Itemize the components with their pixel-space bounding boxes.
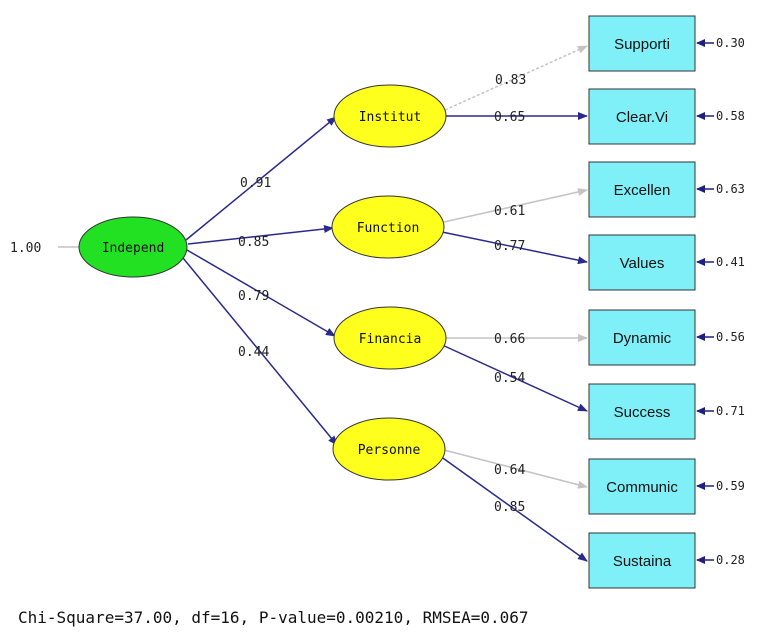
path-function-excellen [443, 188, 588, 223]
measurement-loadings: 0.83 0.65 0.61 0.77 0.66 0.54 0.64 0.85 [494, 73, 526, 515]
loading-label-communic: 0.64 [494, 463, 525, 478]
path-personne-sustaina [439, 455, 588, 562]
error-label-sustaina: 0.28 [716, 553, 745, 567]
latent-ellipse-personne [332, 417, 446, 481]
loading-label-supporti: 0.83 [495, 73, 526, 88]
loading-label-dynamic: 0.66 [494, 332, 525, 347]
indicator-label-clearvi: Clear.Vi [616, 109, 668, 126]
indicator-label-sustaina: Sustaina [613, 553, 672, 570]
indicator-label-dynamic: Dynamic [613, 330, 672, 347]
independent-factor: Independ [78, 216, 188, 278]
error-label-clearvi: 0.58 [716, 109, 745, 123]
latent-factors: Institut Function Financia Personne [331, 84, 447, 481]
error-label-values: 0.41 [716, 255, 745, 269]
path-financia-success [439, 343, 588, 412]
loading-label-personne: 0.44 [238, 345, 269, 360]
measurement-paths [439, 45, 588, 562]
indicator-box-success [588, 383, 696, 440]
indicator-box-dynamic [588, 309, 696, 366]
indicator-boxes: Supporti Clear.Vi Excellen Values Dynami… [588, 15, 696, 589]
independent-ellipse [78, 216, 188, 278]
path-function-values [441, 231, 588, 265]
loading-label-sustaina: 0.85 [494, 500, 525, 515]
indicator-box-excellen [588, 161, 696, 218]
independent-variance-label: 1.00 [10, 241, 41, 256]
error-label-supporti: 0.30 [716, 36, 745, 50]
loading-label-excellen: 0.61 [494, 204, 525, 219]
error-label-dynamic: 0.56 [716, 330, 745, 344]
latent-label-personne: Personne [358, 443, 421, 458]
indicator-box-supporti [588, 15, 696, 72]
path-independ-personne [182, 257, 338, 446]
indicator-label-success: Success [614, 404, 671, 421]
indicator-box-clearvi [588, 88, 696, 145]
latent-label-financia: Financia [359, 332, 422, 347]
path-independ-financia [186, 249, 336, 337]
error-terms: 0.30 0.58 0.63 0.41 0.56 0.71 0.59 0.28 [696, 36, 745, 567]
indicator-box-sustaina [588, 532, 696, 589]
path-independ-function [187, 225, 334, 245]
fit-statistics: Chi-Square=37.00, df=16, P-value=0.00210… [18, 608, 529, 627]
error-label-excellen: 0.63 [716, 182, 745, 196]
structural-loadings: 0.91 0.85 0.79 0.44 [238, 176, 271, 360]
indicator-label-supporti: Supporti [614, 36, 670, 53]
indicator-box-communic [588, 458, 696, 515]
latent-label-function: Function [357, 221, 420, 236]
loading-label-financia: 0.79 [238, 289, 269, 304]
indicator-label-communic: Communic [606, 479, 678, 496]
loading-label-success: 0.54 [494, 371, 525, 386]
indicator-label-values: Values [620, 255, 665, 272]
latent-ellipse-financia [333, 306, 447, 370]
structural-paths [182, 116, 338, 446]
latent-label-institut: Institut [359, 110, 422, 125]
loading-label-function: 0.85 [238, 235, 269, 250]
loading-label-values: 0.77 [494, 239, 525, 254]
independent-label: Independ [102, 241, 165, 256]
latent-ellipse-function [331, 195, 445, 259]
loading-label-clearvi: 0.65 [494, 110, 525, 125]
loading-label-institut: 0.91 [240, 176, 271, 191]
path-independ-institut [185, 116, 337, 241]
path-institut-supporti [444, 45, 588, 111]
indicator-box-values [588, 234, 696, 291]
path-personne-communic [443, 449, 588, 489]
latent-ellipse-institut [333, 84, 447, 148]
error-label-communic: 0.59 [716, 479, 745, 493]
error-label-success: 0.71 [716, 404, 745, 418]
indicator-label-excellen: Excellen [614, 182, 671, 199]
